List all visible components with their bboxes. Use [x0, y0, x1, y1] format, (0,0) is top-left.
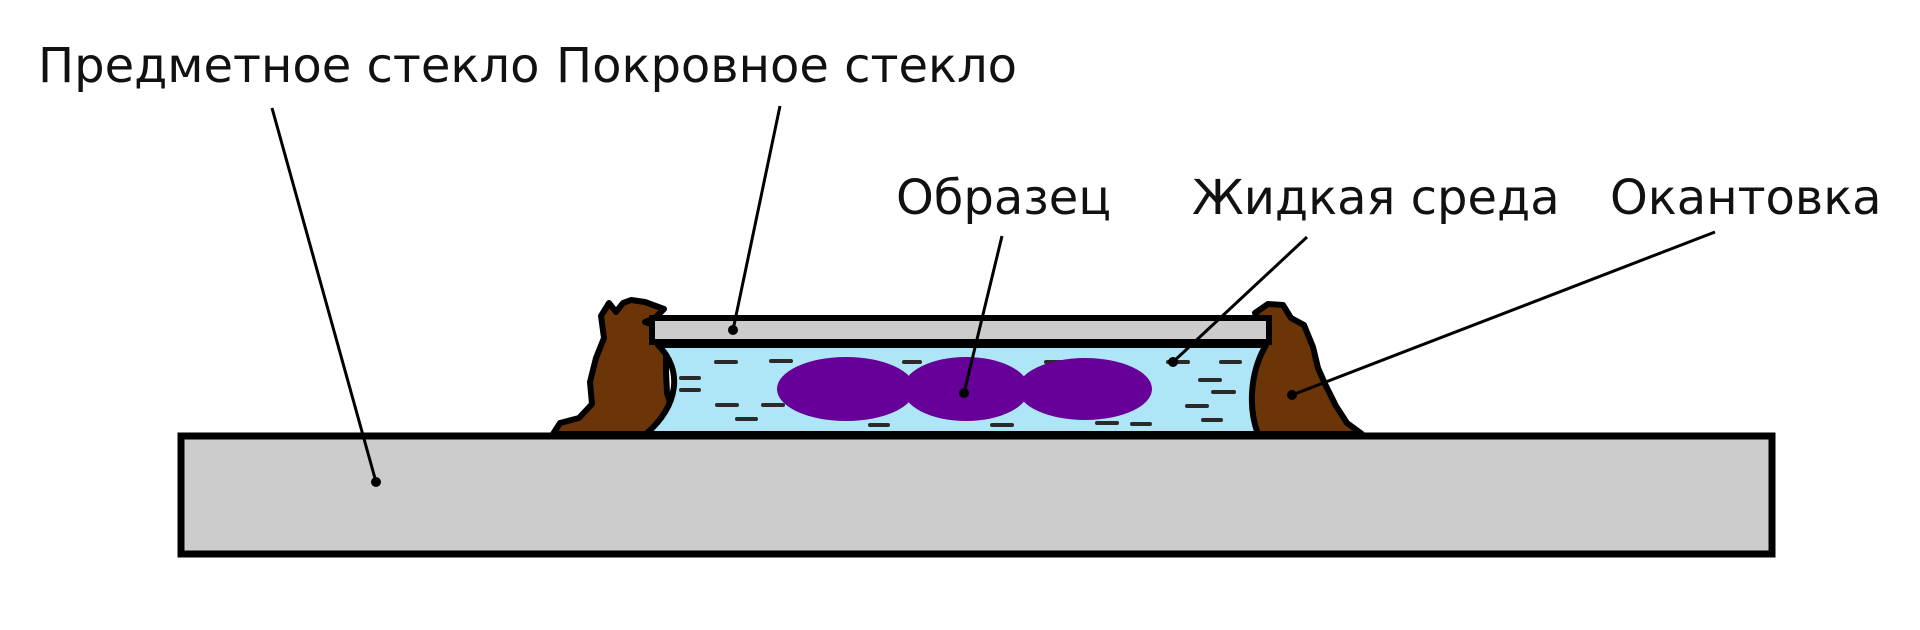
leader-dot-slide — [371, 477, 381, 487]
leader-dot-cover — [728, 325, 738, 335]
leader-line-edging — [1291, 230, 1716, 397]
label-microscope-slide: Предметное стекло — [38, 38, 540, 94]
liquid-medium-dashes — [679, 359, 1242, 427]
leader-dot-sample — [959, 388, 969, 398]
specimen-cell-left — [777, 357, 915, 421]
edging-left — [550, 297, 679, 437]
leader-line-slide — [270, 107, 378, 483]
label-specimen: Образец — [896, 170, 1111, 226]
leader-line-sample — [962, 235, 1004, 394]
leader-line-medium — [1171, 235, 1309, 364]
leader-dot-edging — [1287, 390, 1297, 400]
label-liquid-medium: Жидкая среда — [1192, 170, 1560, 226]
microscope-slide — [177, 432, 1776, 558]
specimen-cell-right — [1018, 358, 1152, 420]
leader-dot-medium — [1168, 357, 1178, 367]
leader-lines — [270, 105, 1716, 487]
cover-glass — [649, 315, 1272, 345]
label-edging: Окантовка — [1610, 170, 1882, 226]
leader-line-cover — [731, 105, 782, 331]
label-cover-glass: Покровное стекло — [556, 38, 1018, 94]
